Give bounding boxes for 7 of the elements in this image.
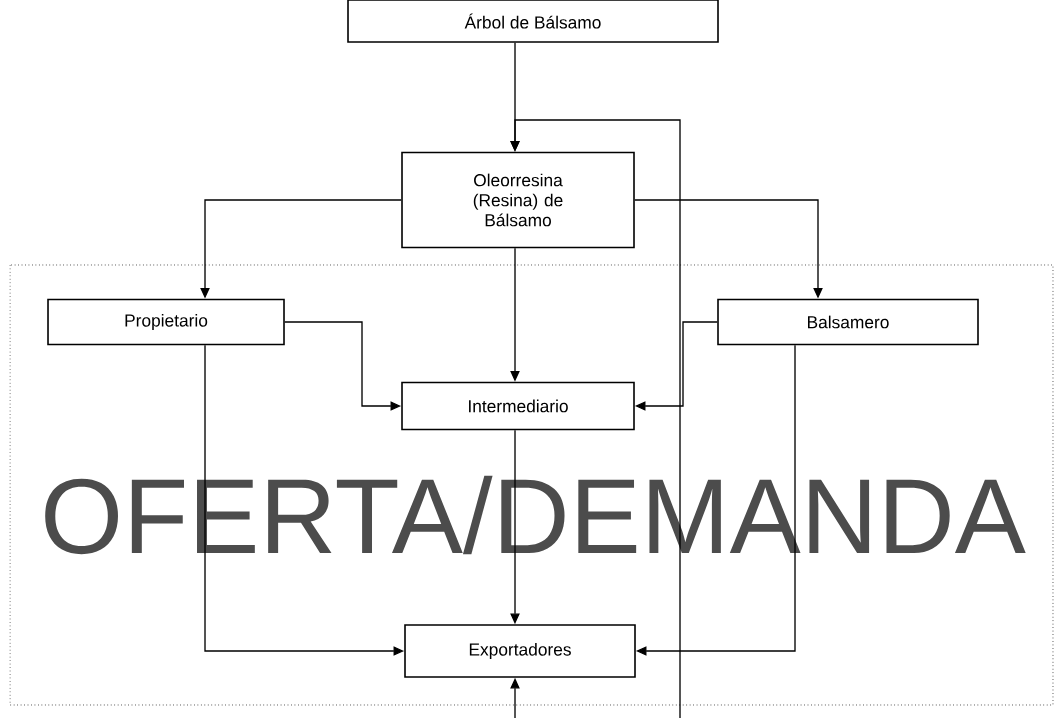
process-box: Propietario bbox=[47, 298, 285, 346]
process-box: Árbol de Bálsamo bbox=[347, 0, 719, 43]
arrow bbox=[510, 119, 681, 718]
process-box: Intermediario bbox=[401, 381, 635, 431]
process-box: Oleorresina (Resina) de Bálsamo bbox=[401, 151, 635, 249]
process-box: Balsamero bbox=[717, 298, 979, 346]
process-box: Exportadores bbox=[404, 624, 636, 678]
